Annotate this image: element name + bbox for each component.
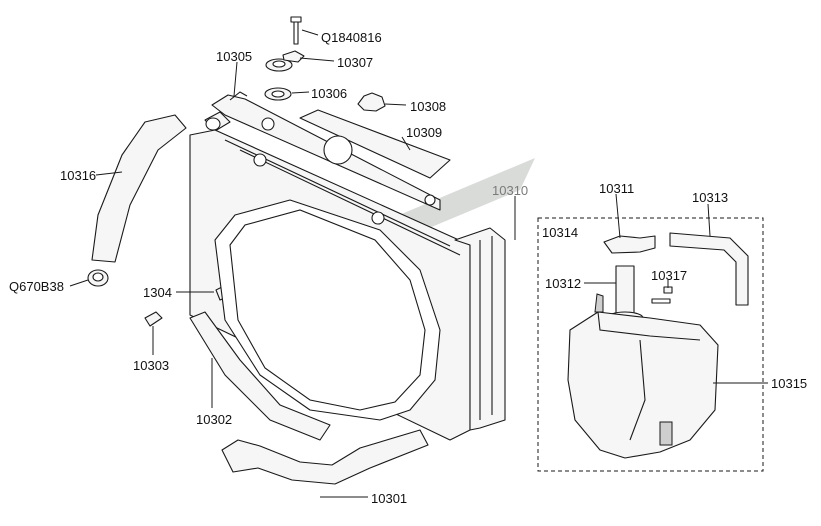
label-10310[interactable]: 10310 [492, 183, 529, 198]
side-seal-10302[interactable] [189, 311, 331, 441]
label-10303[interactable]: 10303 [133, 358, 170, 373]
reservoir-cap-10311[interactable] [603, 235, 656, 254]
bolt-q1840816[interactable] [290, 16, 302, 45]
label-10313[interactable]: 10313 [692, 190, 729, 205]
overflow-hose-10313[interactable] [669, 232, 749, 306]
hose-clamp-q670b38[interactable] [87, 269, 109, 287]
clip-10303[interactable] [144, 311, 163, 327]
fan-shroud[interactable] [214, 199, 441, 421]
label-10316[interactable]: 10316 [60, 168, 97, 183]
label-10301[interactable]: 10301 [371, 491, 408, 506]
label-q1840816[interactable]: Q1840816 [321, 30, 382, 45]
foam-strip-10309[interactable] [299, 109, 451, 179]
lower-hose-10301[interactable] [221, 429, 429, 485]
bolt-10317[interactable] [651, 286, 673, 304]
pad-10308[interactable] [357, 92, 386, 112]
label-10306[interactable]: 10306 [311, 86, 348, 101]
upper-hose-10316[interactable] [91, 114, 187, 263]
label-10315[interactable]: 10315 [771, 376, 808, 391]
cap-10307[interactable] [265, 50, 305, 72]
label-10305[interactable]: 10305 [216, 49, 253, 64]
label-10317[interactable]: 10317 [651, 268, 688, 283]
label-10312[interactable]: 10312 [545, 276, 582, 291]
label-q670b38[interactable]: Q670B38 [9, 279, 64, 294]
label-10309[interactable]: 10309 [406, 125, 443, 140]
label-10314[interactable]: 10314 [542, 225, 579, 240]
label-10307[interactable]: 10307 [337, 55, 374, 70]
label-10311[interactable]: 10311 [599, 181, 635, 196]
reservoir-group-frame [537, 217, 764, 472]
reservoir-tank-10315[interactable] [567, 293, 719, 459]
label-10308[interactable]: 10308 [410, 99, 447, 114]
label-10302[interactable]: 10302 [196, 412, 233, 427]
seal-ring-10306[interactable] [264, 87, 292, 101]
leader-lines [69, 29, 768, 498]
label-1304[interactable]: 1304 [143, 285, 172, 300]
